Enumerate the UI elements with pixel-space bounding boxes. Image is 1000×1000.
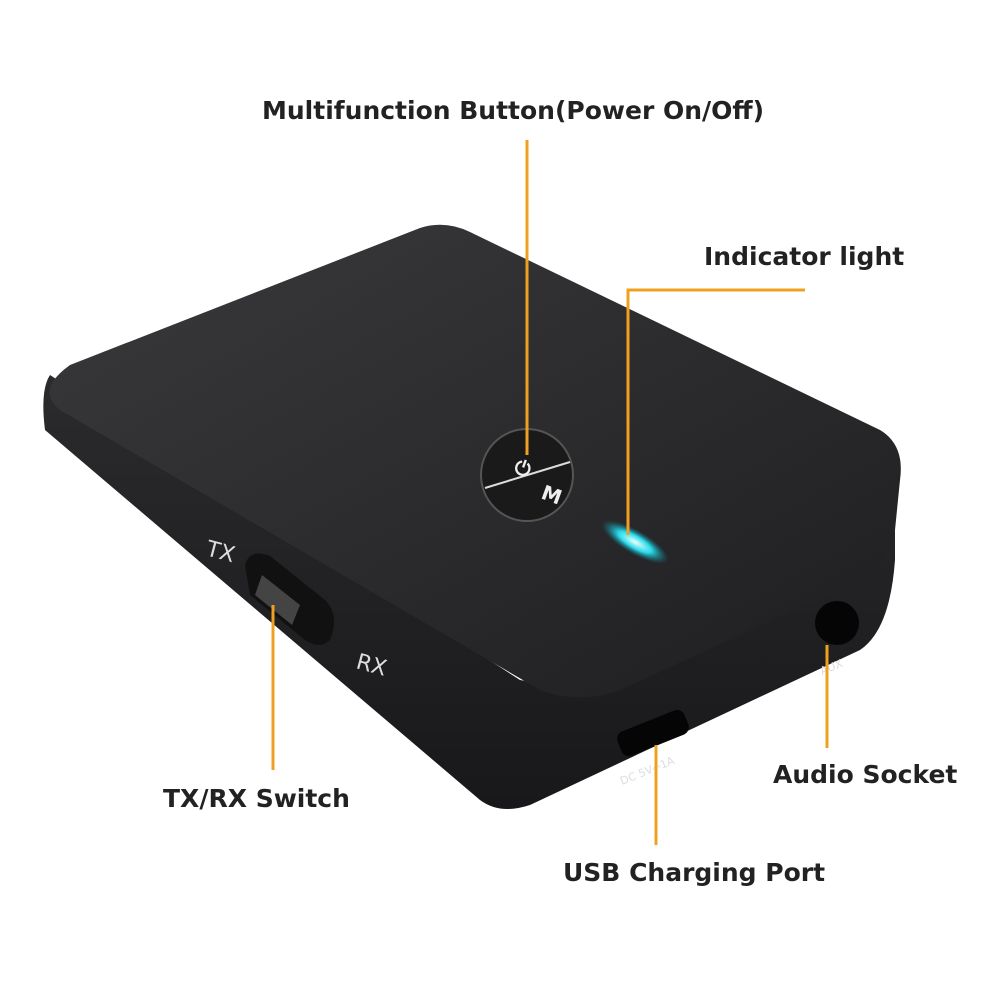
- usb-port-label: USB Charging Port: [563, 858, 826, 887]
- audio-socket-label: Audio Socket: [773, 760, 958, 789]
- multifunction-button-label: Multifunction Button(Power On/Off): [262, 96, 765, 125]
- txrx-switch-label: TX/RX Switch: [163, 784, 350, 813]
- usb-port[interactable]: [615, 707, 691, 758]
- leader-indicator: [626, 288, 805, 535]
- txrx-switch[interactable]: [245, 553, 334, 645]
- audio-socket[interactable]: [815, 601, 859, 645]
- device-side: [43, 375, 896, 809]
- leader-lines: [271, 140, 829, 845]
- multifunction-button[interactable]: ⏻ M: [480, 428, 574, 522]
- device-top: [49, 224, 901, 698]
- indicator-light-label: Indicator light: [704, 242, 905, 271]
- indicator-light: [601, 520, 669, 564]
